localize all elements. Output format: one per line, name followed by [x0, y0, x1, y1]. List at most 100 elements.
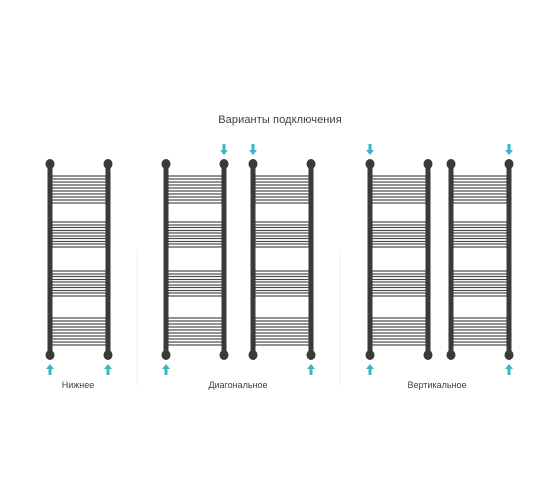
radiator-bar: [254, 221, 310, 226]
radiator-bar: [254, 275, 310, 281]
right-rail: [506, 164, 512, 355]
towel-radiator: [248, 159, 316, 360]
radiator-bar: [452, 243, 508, 248]
rail-bottom-cap: [306, 350, 316, 360]
radiator-bar: [254, 193, 310, 198]
rail-top-cap: [219, 159, 229, 169]
left-rail: [448, 164, 454, 355]
rail-bottom-cap: [365, 350, 375, 360]
radiator-bar: [371, 193, 427, 198]
radiator-bar: [371, 175, 427, 180]
radiator-bar: [452, 281, 508, 286]
radiator-bar: [51, 232, 107, 237]
radiator-bar: [371, 243, 427, 248]
rail-bottom-cap: [248, 350, 258, 360]
radiator-bar: [167, 187, 223, 192]
radiator-bar: [254, 292, 310, 297]
group-label: Диагональное: [208, 380, 267, 390]
radiator-bar: [452, 175, 508, 180]
rail-bottom-cap: [423, 350, 433, 360]
radiator-bar: [51, 317, 107, 322]
radiator-bar: [51, 323, 107, 328]
radiator-bar: [452, 193, 508, 198]
radiator-bar: [371, 286, 427, 292]
radiator-bar: [51, 199, 107, 204]
radiator-bar: [51, 175, 107, 180]
radiator-bar: [167, 175, 223, 180]
rail-top-cap: [423, 159, 433, 169]
radiator-bar: [371, 232, 427, 237]
right-rail: [221, 164, 227, 355]
radiator-bar: [51, 181, 107, 186]
rail-top-cap: [504, 159, 514, 169]
radiator-bar: [254, 226, 310, 232]
radiator-bar: [452, 181, 508, 186]
radiator-bar: [371, 199, 427, 204]
inlet-arrow-up-icon: [162, 364, 170, 375]
inlet-arrow-down-icon: [249, 144, 257, 155]
radiator-bar: [371, 329, 427, 334]
radiator-bar: [167, 286, 223, 292]
group-label: Нижнее: [62, 380, 95, 390]
towel-radiator: [446, 159, 514, 360]
radiator-bar: [452, 323, 508, 328]
rail-top-cap: [161, 159, 171, 169]
radiator-bar: [371, 270, 427, 275]
radiator-bar: [371, 181, 427, 186]
radiator-bar: [51, 270, 107, 275]
radiator-bar: [371, 221, 427, 226]
radiator-bar: [51, 341, 107, 346]
radiator-bar: [51, 275, 107, 281]
towel-radiator: [365, 159, 433, 360]
radiator-bar: [254, 232, 310, 237]
radiator-bar: [167, 281, 223, 286]
radiator-bar: [167, 292, 223, 297]
radiator-bar: [51, 237, 107, 243]
radiator-bar: [371, 317, 427, 322]
radiator-bar: [167, 275, 223, 281]
radiator-bar: [254, 187, 310, 192]
radiator-bar: [371, 335, 427, 340]
radiator-bar: [452, 232, 508, 237]
radiator-bar: [452, 329, 508, 334]
radiator-bar: [167, 181, 223, 186]
radiator-bar: [371, 341, 427, 346]
radiator-bar: [254, 199, 310, 204]
rail-top-cap: [103, 159, 113, 169]
radiator-bar: [167, 243, 223, 248]
radiator-bar: [254, 286, 310, 292]
rail-top-cap: [248, 159, 258, 169]
inlet-arrow-down-icon: [220, 144, 228, 155]
radiator-bar: [254, 341, 310, 346]
radiator-bar: [452, 286, 508, 292]
inlet-arrow-up-icon: [104, 364, 112, 375]
radiator-bar: [254, 329, 310, 334]
radiator-bar: [167, 226, 223, 232]
rail-bottom-cap: [45, 350, 55, 360]
radiator-bar: [254, 181, 310, 186]
radiator-bar: [167, 317, 223, 322]
radiator-bar: [452, 317, 508, 322]
radiator-bar: [51, 187, 107, 192]
radiator-bar: [167, 341, 223, 346]
right-rail: [308, 164, 314, 355]
radiator-bar: [167, 323, 223, 328]
radiator-bar: [452, 199, 508, 204]
radiator-bar: [51, 292, 107, 297]
rail-top-cap: [306, 159, 316, 169]
radiator-bar: [452, 292, 508, 297]
rail-bottom-cap: [446, 350, 456, 360]
radiator-bar: [51, 193, 107, 198]
radiator-bar: [51, 329, 107, 334]
inlet-arrow-up-icon: [505, 364, 513, 375]
rail-top-cap: [45, 159, 55, 169]
radiator-bar: [254, 323, 310, 328]
radiator-bar: [51, 243, 107, 248]
radiator-bar: [167, 237, 223, 243]
radiator-bar: [254, 237, 310, 243]
rail-bottom-cap: [219, 350, 229, 360]
right-rail: [105, 164, 111, 355]
radiator-bar: [452, 226, 508, 232]
radiator-bar: [254, 270, 310, 275]
